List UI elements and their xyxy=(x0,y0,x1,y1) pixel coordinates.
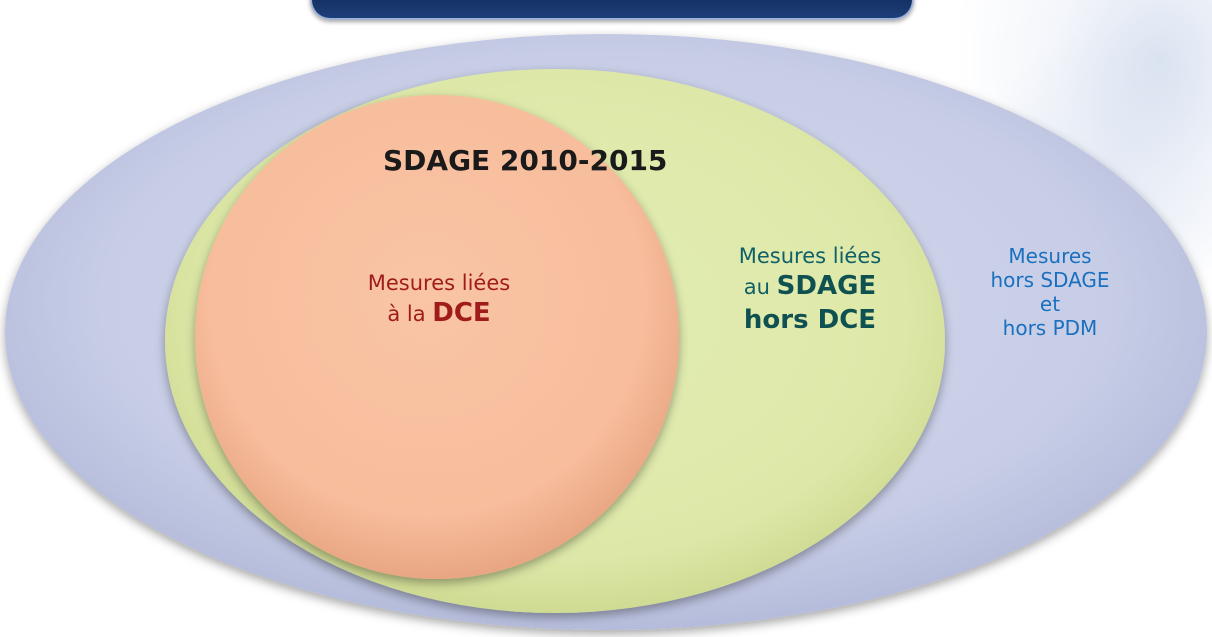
outer-label: Mesures hors SDAGE et hors PDM xyxy=(960,244,1140,340)
outer-label-line4: hors PDM xyxy=(1002,316,1098,340)
middle-label-prefix: au xyxy=(743,275,777,300)
outer-label-line3: et xyxy=(1039,292,1061,316)
middle-label-line2: au SDAGE xyxy=(700,270,920,304)
diagram-title: SDAGE 2010-2015 xyxy=(383,144,668,177)
top-banner xyxy=(310,0,914,20)
inner-label: Mesures liées à la DCE xyxy=(330,270,548,331)
inner-label-line2: à la DCE xyxy=(330,297,548,331)
outer-label-line2: hors SDAGE xyxy=(990,268,1110,292)
inner-label-bold: DCE xyxy=(432,298,491,329)
middle-label-bold: SDAGE xyxy=(776,271,877,302)
middle-label-line3: hors DCE xyxy=(700,304,920,338)
inner-label-prefix: à la xyxy=(387,302,433,327)
middle-label: Mesures liées au SDAGE hors DCE xyxy=(700,243,920,338)
inner-label-line1: Mesures liées xyxy=(367,271,511,295)
outer-label-line1: Mesures xyxy=(1008,244,1092,268)
inner-circle xyxy=(195,95,679,579)
middle-label-line1: Mesures liées xyxy=(738,244,882,268)
middle-label-bold-2: hors DCE xyxy=(743,305,877,336)
